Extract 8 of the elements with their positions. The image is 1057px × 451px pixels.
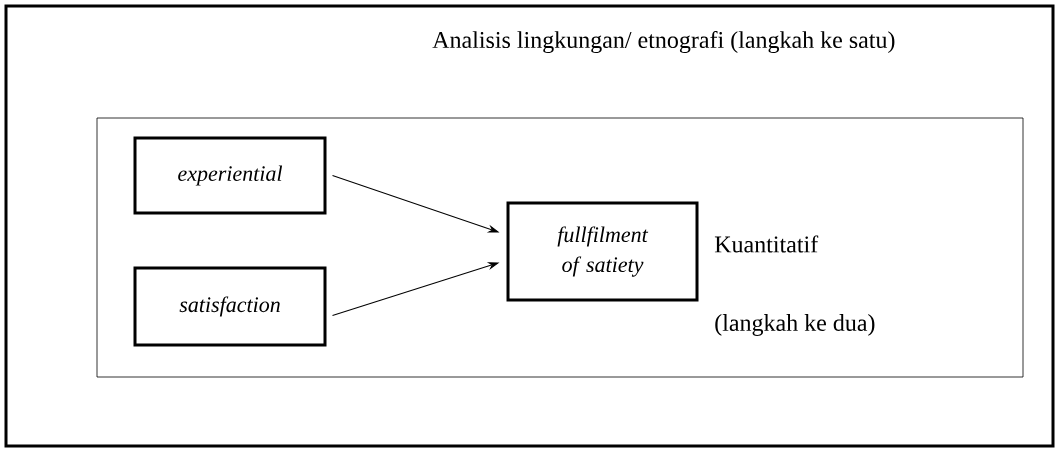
concept-box: fullfilment of satiety [506, 201, 699, 302]
arrow [332, 262, 499, 316]
concept-box: experiential [133, 136, 327, 215]
label: Kuantitatif [714, 235, 819, 253]
arrow [332, 175, 499, 233]
label: (langkah ke dua) [715, 314, 875, 336]
concept-box: satisfaction [133, 266, 327, 347]
heading: Analisis lingkungan/ etnografi (langkah ke satu) [432, 30, 895, 54]
